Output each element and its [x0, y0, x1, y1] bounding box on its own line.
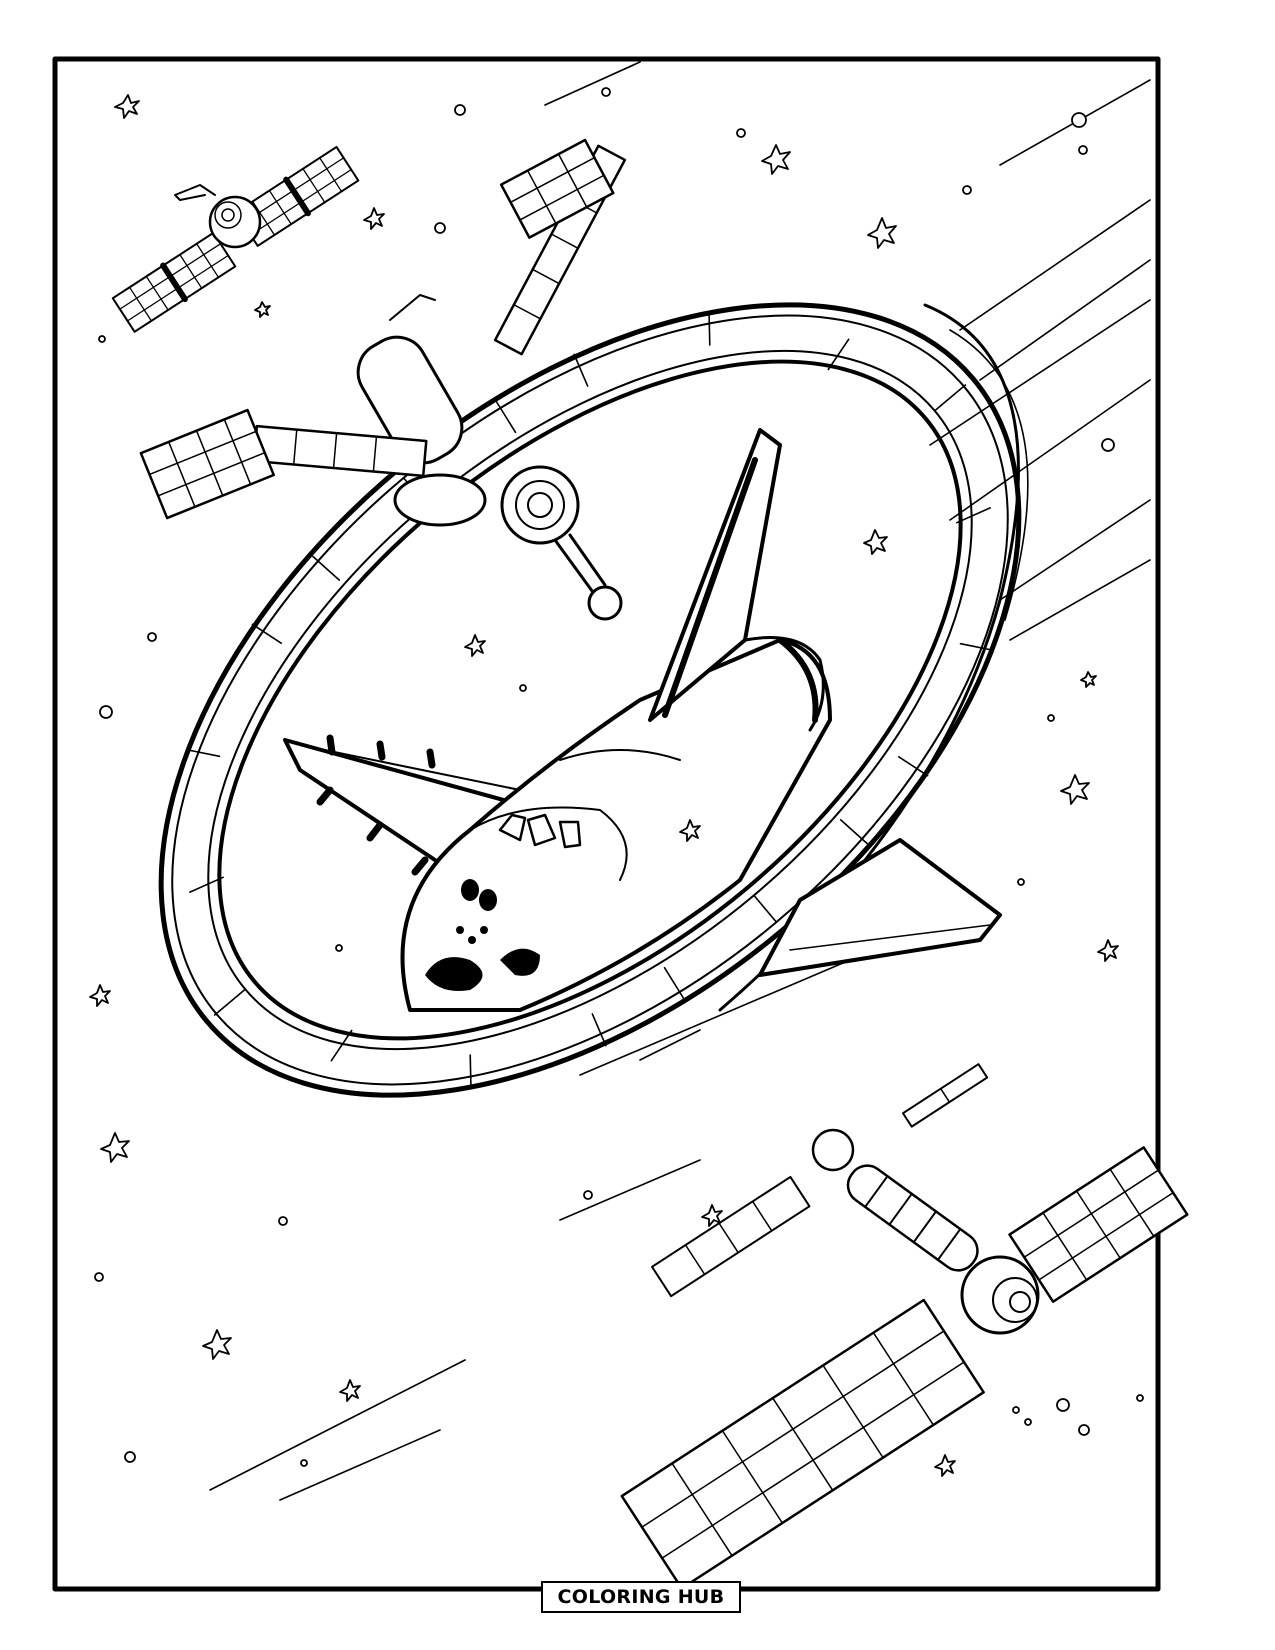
brand-logo: COLORING HUB: [541, 1581, 741, 1613]
ring-station: [158, 302, 1029, 1098]
brand-logo-text: COLORING HUB: [557, 1586, 725, 1608]
satellite-top-left: [111, 145, 360, 333]
satellite-docked: [139, 138, 627, 621]
stars: [89, 87, 1144, 1477]
satellite-bottom-right: [620, 1063, 1189, 1590]
space-shuttle: [283, 428, 1002, 1012]
speed-lines: [209, 61, 1151, 1501]
